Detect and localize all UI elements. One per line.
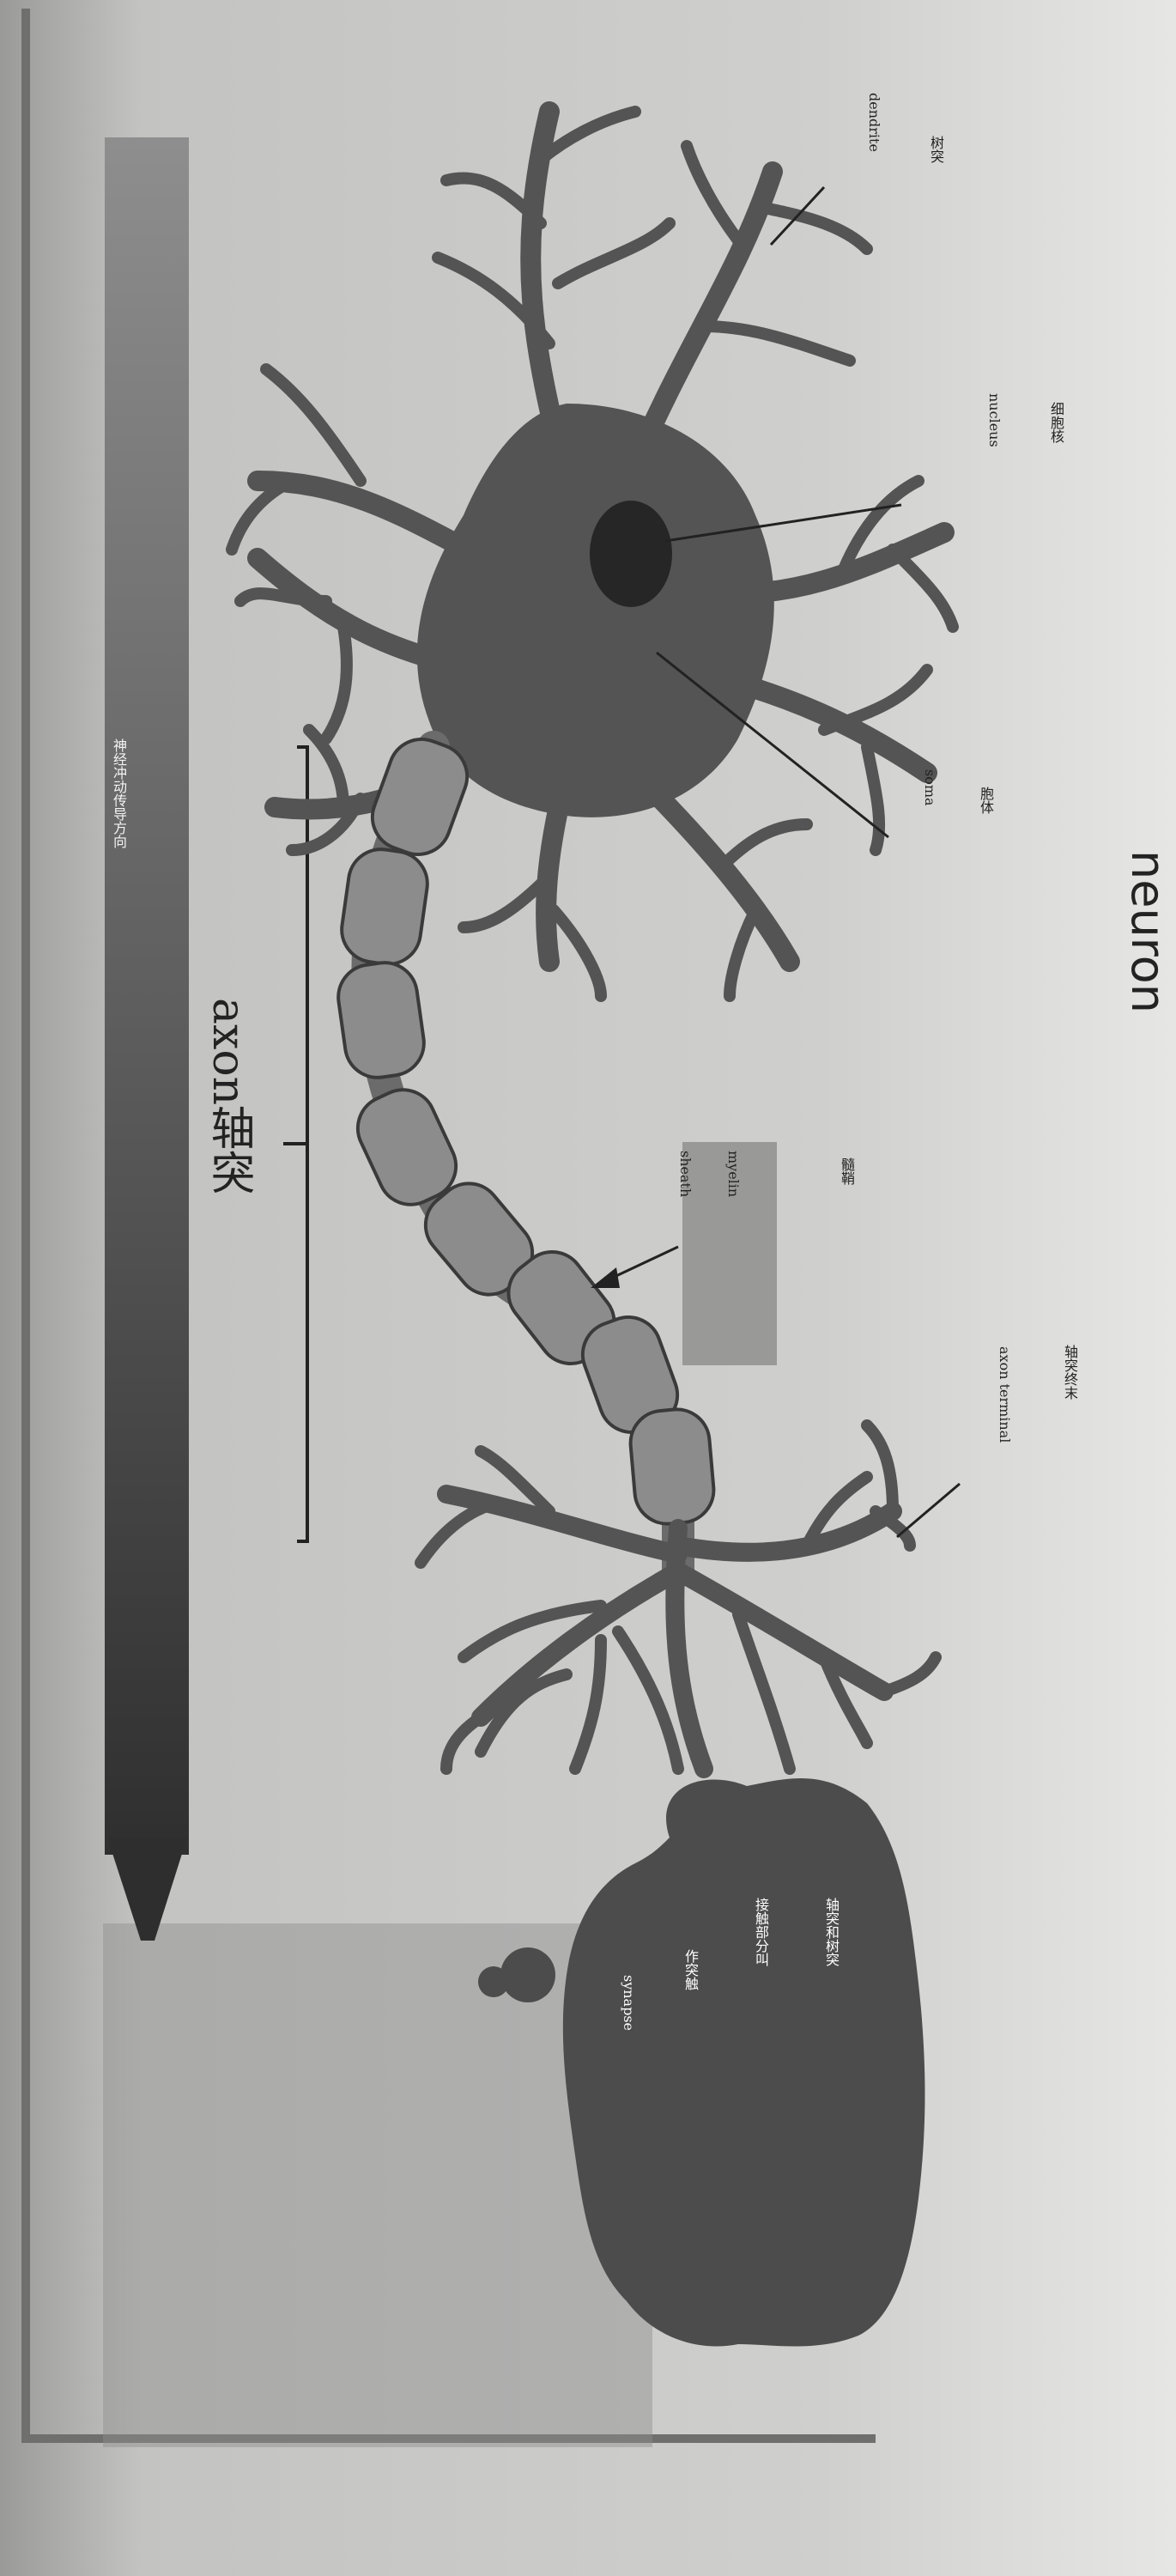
label-myelin-en-1: myelin bbox=[725, 1151, 742, 1198]
panel-bottom-shade bbox=[103, 1923, 652, 2447]
axon-terminal-branches bbox=[415, 1419, 942, 1778]
label-synapse-line1: 轴突和树突 bbox=[823, 1898, 840, 1966]
label-axon: axon轴突 bbox=[203, 998, 254, 1195]
synapse-bubble-small bbox=[478, 1966, 509, 1997]
synapse-bubble bbox=[500, 1947, 555, 2002]
direction-arrow bbox=[105, 137, 189, 1941]
label-myelin-en-2: sheath bbox=[677, 1151, 694, 1198]
label-soma-zh: 胞体 bbox=[978, 787, 994, 814]
label-synapse-line2: 接触部分叫 bbox=[753, 1898, 769, 1966]
myelin-arrow bbox=[591, 1245, 679, 1288]
label-direction: 神经冲动传导方向 bbox=[111, 738, 127, 848]
label-synapse-line3: 作突触 bbox=[682, 1949, 699, 1990]
myelin-label-box bbox=[682, 1142, 777, 1365]
label-myelin-zh: 髓鞘 bbox=[839, 1157, 855, 1185]
label-axon-terminal-zh: 轴突终末 bbox=[1062, 1345, 1078, 1400]
title-neuron: neuron bbox=[1121, 850, 1175, 1013]
label-nucleus-zh: 细胞核 bbox=[1048, 402, 1064, 443]
myelin-sheath bbox=[336, 737, 716, 1526]
label-dendrite-en: dendrite bbox=[866, 93, 882, 152]
label-soma-en: soma bbox=[922, 769, 938, 806]
label-axon-terminal-en: axon terminal bbox=[997, 1346, 1013, 1443]
panel-frame bbox=[21, 9, 876, 2443]
leader-lines bbox=[656, 185, 961, 1539]
label-nucleus-en: nucleus bbox=[986, 393, 1003, 447]
synapse-cloud bbox=[562, 1778, 925, 2347]
soma bbox=[416, 404, 774, 817]
axon-bracket bbox=[283, 745, 309, 1543]
label-synapse-en: synapse bbox=[621, 1975, 637, 2032]
nucleus bbox=[590, 501, 672, 607]
label-dendrite-zh: 树突 bbox=[928, 136, 944, 163]
